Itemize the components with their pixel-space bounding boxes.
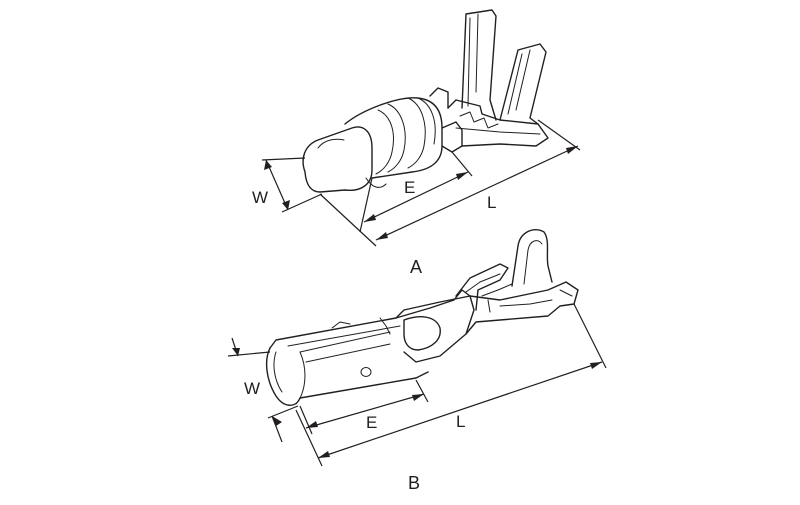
e-ext-left-a: [359, 177, 373, 233]
wire-crimp-strap: [455, 263, 509, 311]
bullet-barrel: [344, 97, 443, 179]
receptacle-top: [269, 295, 471, 349]
barrel-collar: [429, 87, 463, 153]
e-ext-right-b: [415, 379, 429, 403]
terminal-tail-b: [465, 281, 579, 335]
receptacle-lip: [273, 325, 401, 405]
l-dim-line-a: [375, 145, 579, 241]
l-ext-left-a: [319, 193, 377, 247]
w-label-b: W: [244, 379, 260, 398]
l-ext-left-b: [295, 409, 323, 467]
transition-body: [395, 289, 475, 363]
rear-wing-inner: [467, 13, 479, 107]
front-wing-inner: [507, 49, 531, 115]
barrel-ring-4: [417, 97, 436, 145]
e-arrow-right-b: [412, 394, 424, 401]
insulation-crimp-wing: [511, 228, 553, 287]
caption-b: B: [408, 473, 420, 493]
l-arrow-left-b: [318, 451, 330, 458]
l-label-a: L: [487, 193, 496, 212]
base-serration: [459, 111, 499, 129]
barrel-ring-3: [407, 97, 426, 169]
l-arrow-right-a: [566, 146, 578, 154]
strap-inner: [465, 273, 513, 297]
wing-inner-b: [523, 240, 543, 285]
w-arrow-bottom-b: [272, 416, 282, 426]
transition-window: [403, 316, 441, 351]
spring-tab: [331, 317, 391, 335]
e-dim-line-b: [305, 393, 425, 429]
receptacle-tube: [265, 347, 429, 406]
l-dim-line-b: [317, 361, 603, 459]
w-label-a: W: [252, 188, 268, 207]
collar-detail: [365, 177, 387, 188]
w-arrow-top-b: [232, 348, 240, 356]
insulation-crimp-wing-rear: [461, 9, 497, 121]
l-arrow-left-a: [376, 232, 388, 240]
female-terminal-b: W E L B: [227, 228, 607, 493]
l-arrow-right-b: [590, 362, 602, 369]
terminal-base-a: [447, 99, 549, 147]
receptacle-spring: [299, 331, 391, 363]
barrel-ring-2: [387, 103, 406, 173]
l-ext-right-a: [537, 119, 581, 151]
w-dim-bottom-b: [271, 415, 283, 443]
w-arrow-top-a: [264, 160, 272, 170]
e-ext-left-b: [299, 405, 313, 435]
w-ext-bottom-b: [267, 405, 299, 419]
e-arrow-right-a: [456, 172, 468, 180]
base-edge: [455, 127, 541, 135]
bullet-highlight: [317, 138, 345, 149]
e-arrow-left-b: [306, 421, 318, 428]
w-arrow-bottom-a: [282, 200, 290, 210]
barrel-ring-1: [375, 109, 394, 175]
receptacle-hole: [360, 367, 372, 377]
e-dim-line-a: [363, 171, 469, 223]
w-ext-bottom-a: [281, 193, 323, 213]
e-label-b: E: [366, 413, 377, 432]
w-ext-top-b: [227, 351, 271, 357]
l-ext-right-b: [573, 303, 607, 369]
e-label-a: E: [404, 178, 415, 197]
male-terminal-a: W E L A: [252, 9, 581, 277]
e-arrow-left-a: [364, 214, 376, 222]
w-dim-line-a: [265, 159, 289, 211]
caption-a: A: [410, 257, 422, 277]
w-ext-top-a: [261, 157, 306, 161]
tail-detail: [487, 289, 573, 313]
bullet-nose: [302, 126, 373, 193]
e-ext-right-a: [451, 151, 473, 177]
wire-crimp-wing-front: [499, 43, 547, 125]
l-label-b: L: [456, 412, 465, 431]
